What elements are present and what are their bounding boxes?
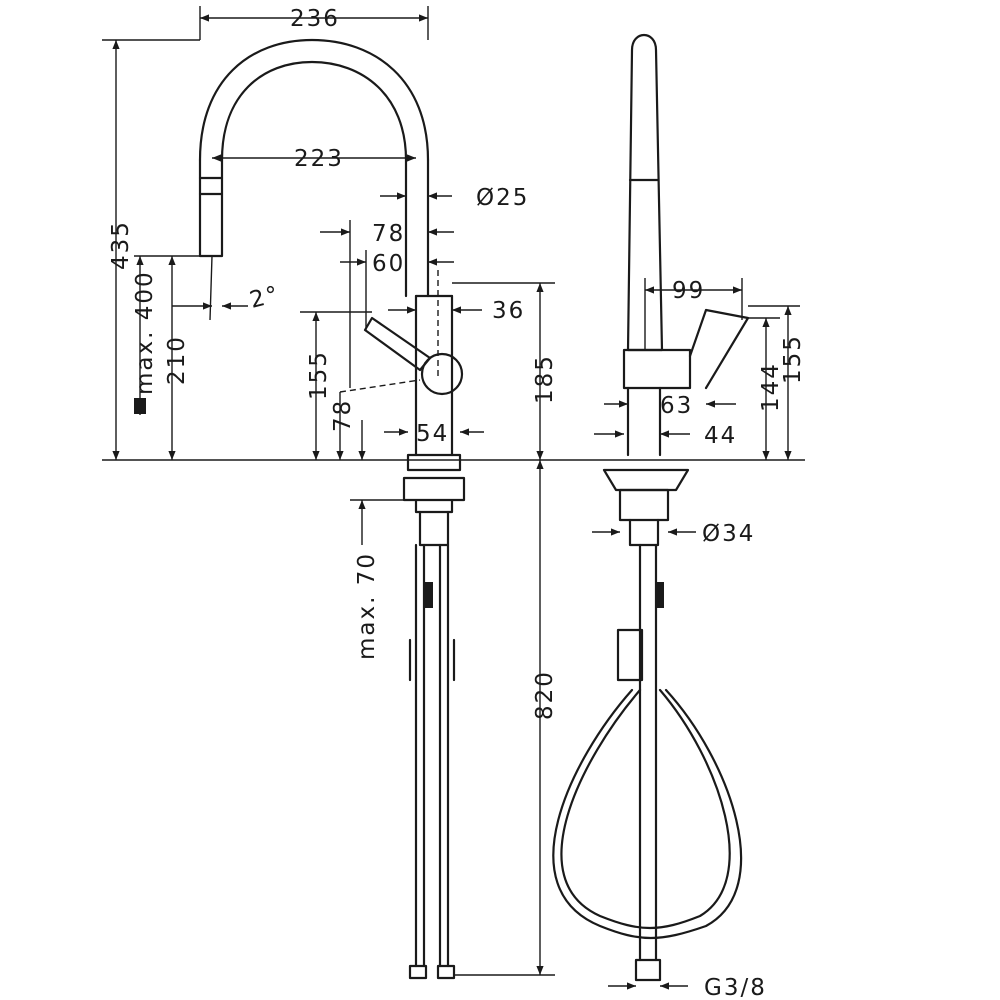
spout-outer-arc [198,38,430,162]
dim-25-diameter: Ø25 [476,185,529,211]
dimension-labels: 236 223 Ø25 78 60 36 2° 435 max. 400 210… [108,6,806,1000]
dim-max-400: max. 400 [132,270,158,395]
dim-78-low: 78 [330,399,356,432]
dim-54: 54 [416,421,449,447]
dim-820: 820 [532,670,558,720]
faucet-base [406,453,462,472]
hose-weight [616,628,644,682]
dim-34-diameter: Ø34 [702,521,755,547]
mounting-nut [402,476,466,514]
dim-223: 223 [294,146,344,172]
dim-g-3-8: G3/8 [704,975,767,1000]
dim-435: 435 [108,220,134,270]
supply-hoses [414,543,450,968]
dim-185: 185 [532,354,558,404]
dim-155-right: 155 [780,334,806,384]
side-dimensions [560,278,805,990]
dim-44: 44 [704,423,737,449]
side-view [552,33,750,982]
faucet-body [414,294,454,457]
lever-hub [420,352,464,396]
dim-144: 144 [758,362,784,412]
side-body [622,348,692,390]
front-view [198,38,466,980]
side-connector [634,958,662,982]
lever-handle [363,316,432,372]
dim-2-degrees: 2° [247,281,283,314]
front-dimensions [102,6,560,976]
spout-neck [404,158,430,298]
dim-210: 210 [164,335,190,385]
side-hose [638,543,658,962]
hose-connector [436,964,456,980]
hose-loop [560,688,731,930]
dim-236: 236 [290,6,340,32]
side-lever [688,308,750,390]
spray-head [198,158,224,258]
side-base [602,468,690,492]
spout-inner-arc [220,60,408,162]
dim-max-70: max. 70 [354,552,380,660]
hose-connector [408,964,428,980]
dim-60: 60 [372,251,405,277]
dim-63: 63 [660,393,693,419]
dim-155-left: 155 [306,350,332,400]
dim-78-top: 78 [372,221,405,247]
dim-99: 99 [672,278,705,304]
dim-36: 36 [492,298,525,324]
side-spout [626,33,664,352]
